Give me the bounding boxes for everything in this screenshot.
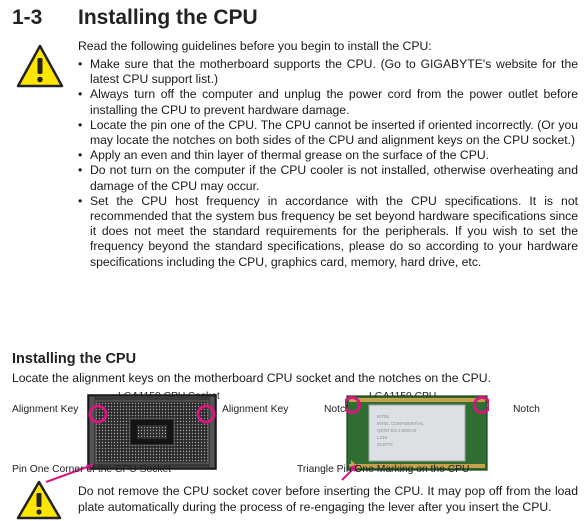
guideline-item: Do not turn on the computer if the CPU c…	[78, 163, 578, 193]
cpu-marking-line: INTEL CONFIDENTIAL	[377, 421, 424, 426]
socket-alignment-key-right-label: Alignment Key	[222, 404, 289, 415]
cpu-marking-line: INTEL	[377, 414, 390, 419]
installing-heading: Installing the CPU	[12, 351, 137, 367]
notch-left-highlight	[345, 396, 361, 414]
guideline-item: Set the CPU host frequency in accordance…	[78, 194, 578, 270]
section-number: 1-3	[12, 6, 43, 29]
socket-pin-one-arrow	[45, 464, 94, 483]
cpu-notch-right-label: Notch	[513, 404, 540, 415]
warning-triangle-icon	[16, 480, 62, 520]
notch-right-highlight	[473, 396, 489, 414]
cpu-marking-line: L316	[377, 435, 388, 440]
cpu-pin-one-arrow	[341, 464, 358, 481]
pin-one-triangle-marking	[351, 460, 357, 466]
socket-pin-one-label: Pin One Corner of the CPU Socket	[12, 464, 172, 475]
guideline-item: Locate the pin one of the CPU. The CPU c…	[78, 118, 578, 148]
alignment-key-left-highlight	[88, 404, 108, 424]
cpu-marking-line: 313F7C	[377, 442, 394, 447]
intro-text: Read the following guidelines before you…	[78, 39, 432, 53]
guideline-item: Make sure that the motherboard supports …	[78, 57, 578, 87]
installing-text: Locate the alignment keys on the motherb…	[12, 371, 491, 385]
section-title: Installing the CPU	[78, 6, 258, 29]
page-title: 1-3 Installing the CPU	[12, 6, 258, 30]
socket-cover-warning: Do not remove the CPU socket cover befor…	[78, 484, 578, 514]
alignment-key-right-highlight	[196, 404, 216, 424]
cpu-notch-left-label: Notch	[324, 404, 351, 415]
cpu-marking-line: QDNT ES 2.00GHZ	[377, 428, 417, 433]
socket-alignment-key-left-label: Alignment Key	[12, 404, 79, 415]
cpu-pin-one-label: Triangle Pin One Marking on the CPU	[297, 464, 470, 475]
cpu-image: INTEL INTEL CONFIDENTIAL QDNT ES 2.00GHZ…	[345, 395, 489, 471]
guidelines-list: Make sure that the motherboard supports …	[78, 57, 578, 270]
cpu-socket-image	[87, 394, 217, 470]
guideline-item: Always turn off the computer and unplug …	[78, 87, 578, 117]
guideline-item: Apply an even and thin layer of thermal …	[78, 148, 578, 163]
warning-triangle-icon	[16, 44, 64, 88]
